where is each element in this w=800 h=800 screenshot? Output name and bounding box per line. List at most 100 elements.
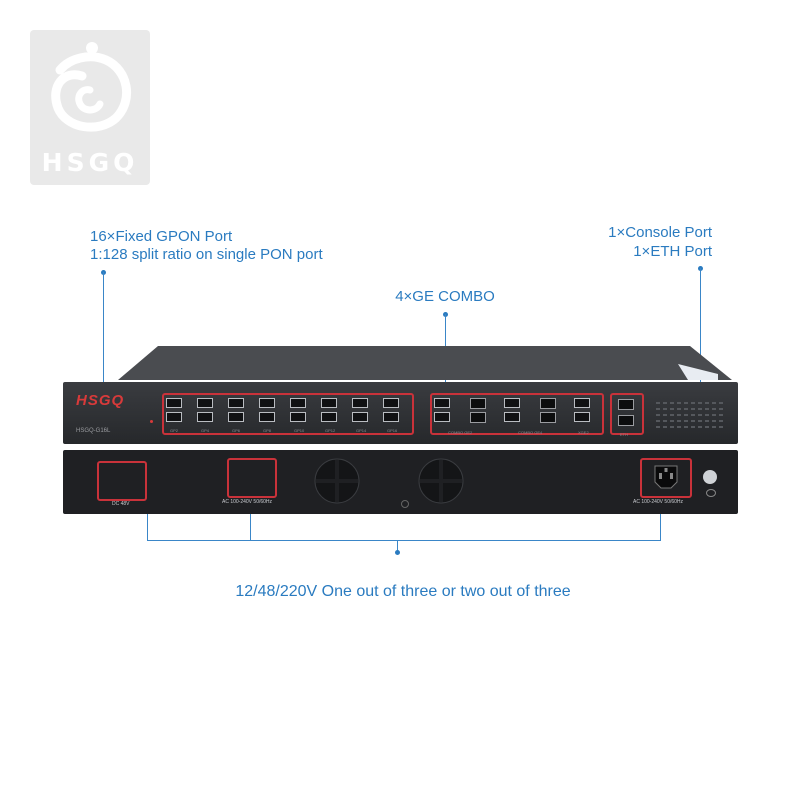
gpon-port-label: GP4 bbox=[201, 428, 210, 433]
gpon-note-line2: 1:128 split ratio on single PON port bbox=[90, 246, 323, 263]
combo-sfp-port[interactable] bbox=[504, 398, 520, 408]
ac-power-module bbox=[227, 458, 277, 498]
vent-slot bbox=[719, 402, 723, 404]
fan-1 bbox=[314, 458, 360, 504]
ac-inlet-label: AC 100-240V 50/60Hz bbox=[633, 499, 684, 505]
vent-slot bbox=[712, 426, 716, 428]
gpon-port[interactable] bbox=[290, 412, 306, 422]
combo-rj45-port[interactable] bbox=[540, 398, 556, 409]
ac-inlet-module bbox=[640, 458, 692, 498]
vent-slot bbox=[677, 402, 681, 404]
vent-slot bbox=[684, 408, 688, 410]
vent-slot bbox=[677, 414, 681, 416]
vent-slot bbox=[705, 402, 709, 404]
eth-port[interactable] bbox=[618, 415, 634, 426]
vent-slot bbox=[719, 420, 723, 422]
gpon-port[interactable] bbox=[321, 398, 337, 408]
vent-slot bbox=[670, 402, 674, 404]
vent-slot bbox=[677, 420, 681, 422]
combo-rj45-port[interactable] bbox=[470, 398, 486, 409]
combo-sfp-port[interactable] bbox=[434, 412, 450, 422]
ac-inlet-socket[interactable] bbox=[651, 464, 681, 490]
vent-slot bbox=[656, 420, 660, 422]
combo-rj45-port[interactable] bbox=[540, 412, 556, 423]
gpon-port[interactable] bbox=[166, 398, 182, 408]
vent-slot bbox=[677, 426, 681, 428]
vent-slot bbox=[705, 408, 709, 410]
gpon-port[interactable] bbox=[228, 398, 244, 408]
gpon-port[interactable] bbox=[228, 412, 244, 422]
gpon-port[interactable] bbox=[259, 398, 275, 408]
combo-sfp-port[interactable] bbox=[434, 398, 450, 408]
vent-slot bbox=[691, 402, 695, 404]
gpon-port[interactable] bbox=[166, 412, 182, 422]
reset-led bbox=[150, 420, 153, 423]
vent-slot bbox=[663, 402, 667, 404]
vent-slot bbox=[684, 426, 688, 428]
combo-sfp-port[interactable] bbox=[574, 412, 590, 422]
vent-slot bbox=[677, 408, 681, 410]
vent-slot bbox=[656, 414, 660, 416]
gpon-port-label: GP16 bbox=[387, 428, 398, 433]
vent-slot bbox=[712, 414, 716, 416]
vent-slot bbox=[670, 408, 674, 410]
power-leader-dot bbox=[395, 550, 400, 555]
vent-slot bbox=[656, 408, 660, 410]
vent-slot bbox=[698, 408, 702, 410]
console-note-line2: 1×ETH Port bbox=[633, 243, 712, 260]
gpon-port-label: GP14 bbox=[356, 428, 367, 433]
gpon-port-label: GP10 bbox=[294, 428, 305, 433]
gpon-port[interactable] bbox=[383, 398, 399, 408]
combo-port-label: XGE2 bbox=[578, 430, 589, 435]
device-top-panel bbox=[118, 346, 732, 380]
vent-slot bbox=[705, 426, 709, 428]
gpon-port[interactable] bbox=[383, 412, 399, 422]
vent-slot bbox=[691, 414, 695, 416]
gpon-port[interactable] bbox=[352, 412, 368, 422]
power-leader-line bbox=[397, 540, 398, 552]
vent-slot bbox=[712, 402, 716, 404]
ground-screw bbox=[703, 470, 717, 484]
gpon-port-label: GP12 bbox=[325, 428, 336, 433]
combo-rj45-port[interactable] bbox=[470, 412, 486, 423]
gpon-port[interactable] bbox=[259, 412, 275, 422]
vent-slot bbox=[663, 414, 667, 416]
console-port[interactable] bbox=[618, 399, 634, 410]
vent-slot bbox=[670, 414, 674, 416]
vent-slot bbox=[698, 420, 702, 422]
vent-slot bbox=[684, 402, 688, 404]
gpon-port[interactable] bbox=[352, 398, 368, 408]
combo-port-label: COMBO GE4 bbox=[518, 430, 543, 435]
power-leader-line bbox=[147, 510, 148, 540]
power-leader-line bbox=[660, 500, 661, 540]
brand-logo: HSGQ bbox=[30, 30, 150, 185]
vent-slot bbox=[684, 414, 688, 416]
combo-port-group bbox=[430, 393, 604, 435]
gpon-port[interactable] bbox=[290, 398, 306, 408]
console-eth-group bbox=[610, 393, 644, 435]
vent-slot bbox=[663, 426, 667, 428]
ground-icon bbox=[706, 489, 716, 497]
vent-slot bbox=[719, 414, 723, 416]
gpon-port[interactable] bbox=[197, 412, 213, 422]
device-back-panel bbox=[63, 450, 738, 514]
console-note-line1: 1×Console Port bbox=[608, 224, 712, 241]
gpon-port-label: GP2 bbox=[170, 428, 179, 433]
vent-slot bbox=[698, 402, 702, 404]
combo-sfp-port[interactable] bbox=[574, 398, 590, 408]
gpon-note-line1: 16×Fixed GPON Port bbox=[90, 228, 233, 245]
power-leader-line bbox=[250, 500, 251, 540]
gpon-port-label: GP8 bbox=[263, 428, 272, 433]
ac-label: AC 100-240V 50/60Hz bbox=[222, 499, 273, 505]
vent-slot bbox=[698, 426, 702, 428]
console-leader-line bbox=[700, 268, 701, 401]
gpon-port[interactable] bbox=[321, 412, 337, 422]
vent-slot bbox=[670, 426, 674, 428]
vent-slot bbox=[712, 420, 716, 422]
gpon-port[interactable] bbox=[197, 398, 213, 408]
fan-2 bbox=[418, 458, 464, 504]
vent-slot bbox=[705, 414, 709, 416]
gpon-port-group bbox=[162, 393, 414, 435]
combo-sfp-port[interactable] bbox=[504, 412, 520, 422]
vent-slot bbox=[691, 426, 695, 428]
